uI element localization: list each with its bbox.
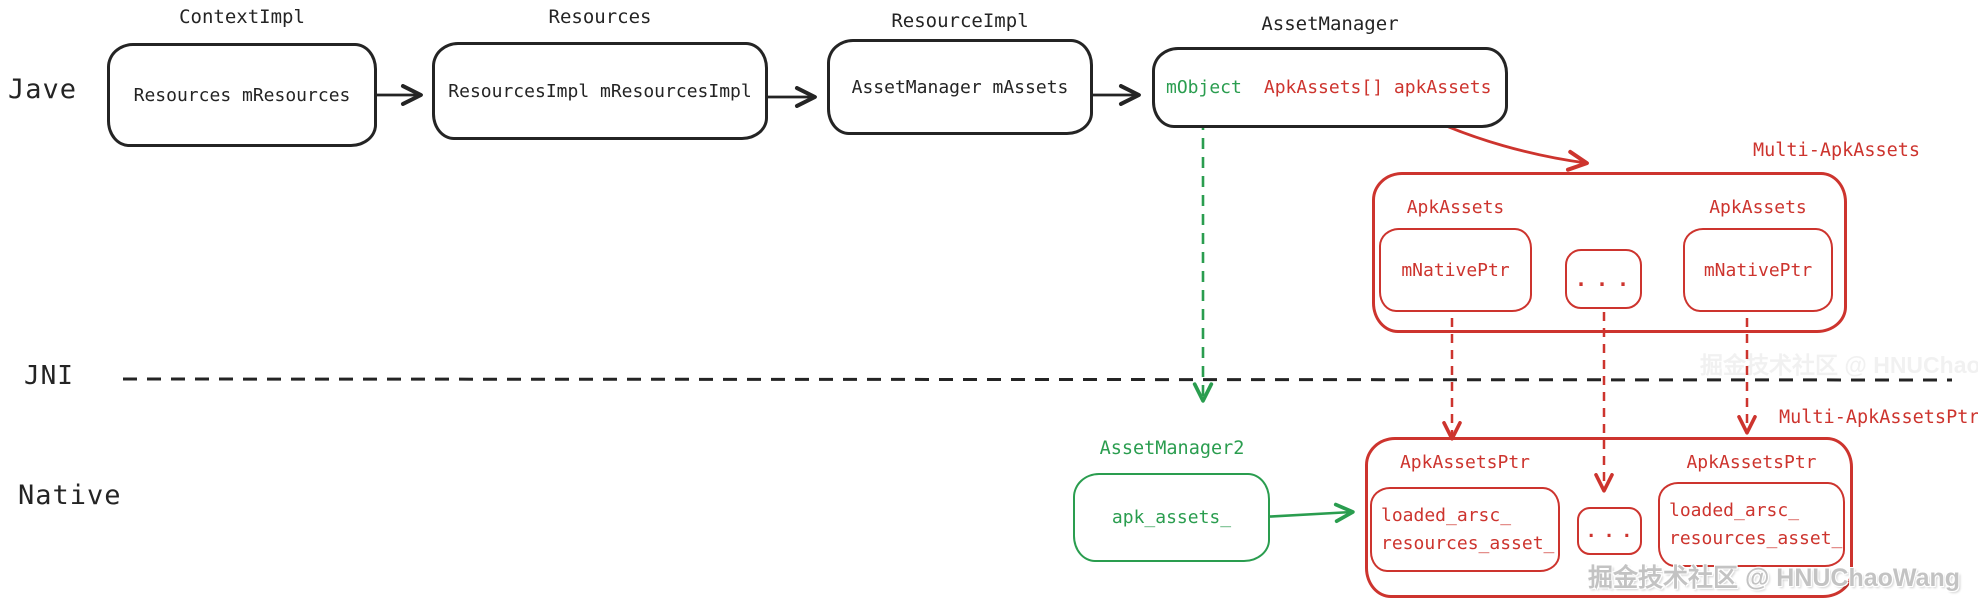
- box-mnativeptr-left: mNativePtr: [1379, 228, 1532, 312]
- field-apk-assets: apk_assets_: [1111, 507, 1232, 528]
- box-apkassetsptr-right: loaded_arsc_ resources_asset_: [1658, 482, 1845, 567]
- field-mnativeptr-left: mNativePtr: [1401, 259, 1510, 281]
- field-massets: AssetManager mAssets: [851, 76, 1069, 98]
- layer-label-native: Native: [18, 480, 122, 511]
- field-resources-asset-right: resources_asset_: [1669, 528, 1843, 549]
- box-apkassetsptr-left: loaded_arsc_ resources_asset_: [1370, 487, 1560, 572]
- title-resourceimpl: ResourceImpl: [891, 10, 1029, 32]
- box-assetmanager: mObject ApkAssets[] apkAssets: [1152, 47, 1508, 128]
- ellipsis-upper: ...: [1574, 267, 1639, 291]
- layer-label-jni: JNI: [24, 361, 74, 391]
- box-contextimpl: Resources mResources: [107, 43, 377, 147]
- field-loaded-arsc-right: loaded_arsc_: [1669, 500, 1800, 521]
- field-mresources: Resources mResources: [133, 84, 351, 106]
- watermark: 掘金技术社区 @ HNUChaoWang: [1588, 564, 1961, 592]
- field-mresourcesimpl: ResourcesImpl mResourcesImpl: [448, 80, 752, 102]
- container-multi-apkassets: [1372, 172, 1847, 333]
- box-resourceimpl: AssetManager mAssets: [827, 39, 1093, 135]
- watermark-faint: 掘金技术社区 @ HNUChaoWang: [1700, 352, 1978, 378]
- field-apkassets-array: ApkAssets[] apkAssets: [1263, 77, 1492, 98]
- box-ellipsis-upper: ...: [1565, 249, 1642, 309]
- jni-boundary-line: [122, 377, 1953, 382]
- ellipsis-lower: ...: [1585, 520, 1640, 542]
- field-loaded-arsc-left: loaded_arsc_: [1381, 505, 1512, 526]
- box-mnativeptr-right: mNativePtr: [1683, 228, 1833, 312]
- box-resources: ResourcesImpl mResourcesImpl: [432, 42, 768, 140]
- title-contextimpl: ContextImpl: [179, 6, 305, 28]
- title-resources: Resources: [548, 6, 652, 28]
- title-apkassets-right: ApkAssets: [1709, 197, 1807, 218]
- title-apkassetsptr-left: ApkAssetsPtr: [1399, 452, 1531, 473]
- field-resources-asset-left: resources_asset_: [1381, 533, 1555, 554]
- title-assetmanager: AssetManager: [1261, 13, 1399, 35]
- title-assetmanager2: AssetManager2: [1099, 438, 1245, 459]
- box-assetmanager2: apk_assets_: [1073, 473, 1270, 562]
- title-apkassets-left: ApkAssets: [1406, 197, 1505, 218]
- title-apkassetsptr-right: ApkAssetsPtr: [1686, 452, 1817, 473]
- layer-label-java: Jave: [8, 74, 78, 105]
- box-ellipsis-lower: ...: [1577, 507, 1642, 555]
- label-multi-apkassetsptr: Multi-ApkAssetsPtr: [1779, 407, 1978, 428]
- field-mnativeptr-right: mNativePtr: [1703, 259, 1813, 281]
- field-mobject: mObject: [1166, 77, 1242, 98]
- label-multi-apkassets: Multi-ApkAssets: [1753, 140, 1921, 161]
- container-multi-apkassetsptr: [1365, 437, 1853, 598]
